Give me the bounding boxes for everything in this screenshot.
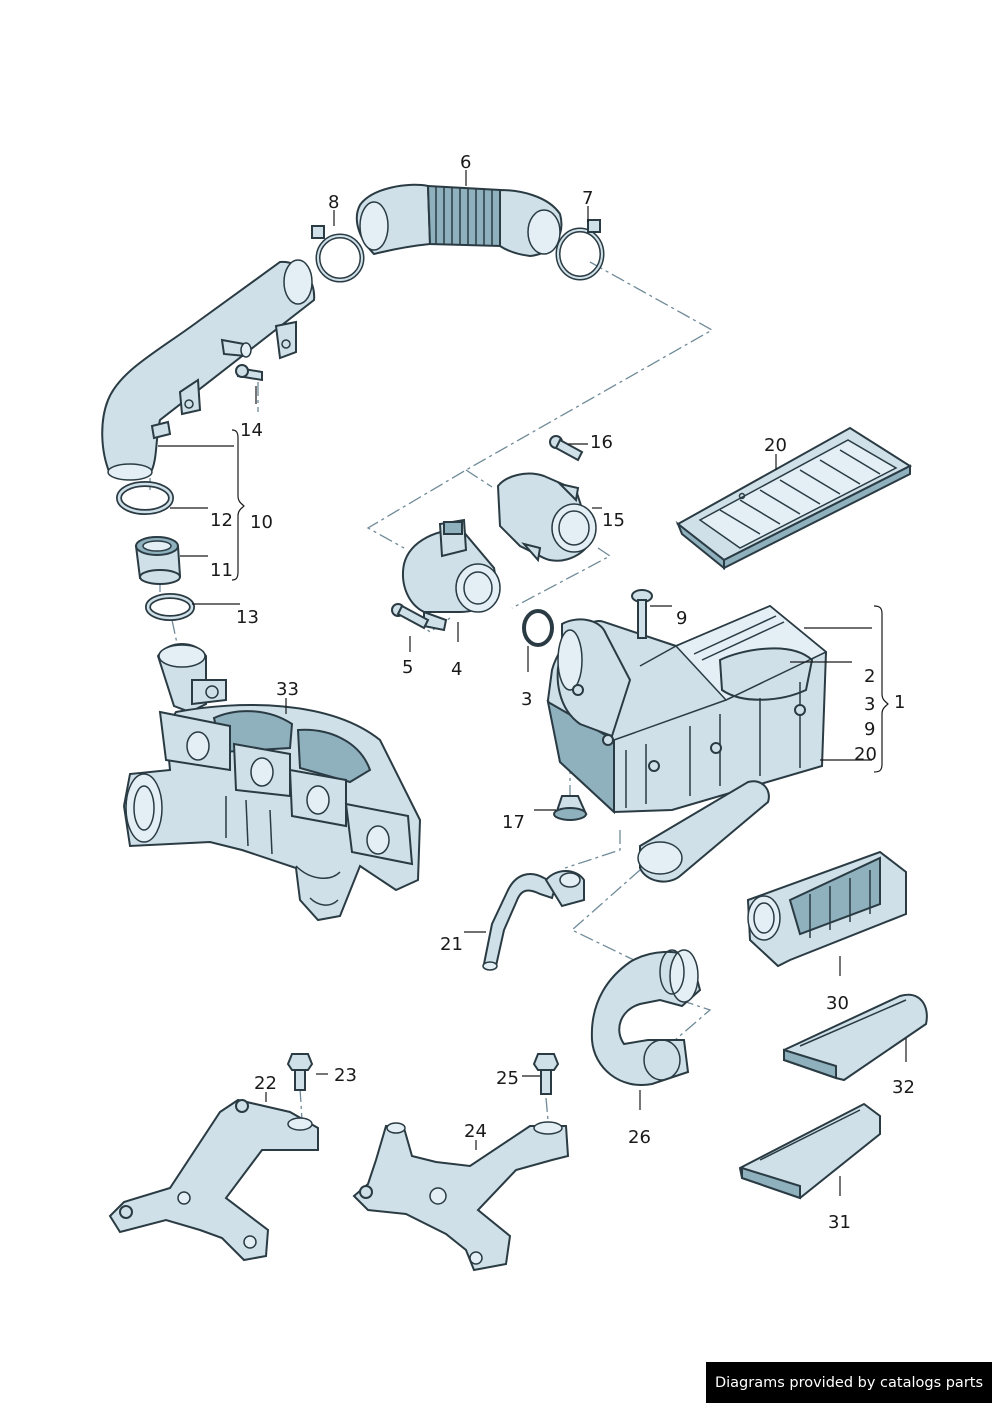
label-14: 14 [240,420,263,441]
label-16: 16 [590,432,613,453]
label-21: 21 [440,934,463,955]
label-5: 5 [402,657,413,678]
label-6: 6 [460,152,471,173]
part-25-bolt [532,1053,560,1095]
label-9-right: 9 [864,719,875,740]
part-33-turbo-manifold [122,643,422,922]
label-9-top: 9 [676,608,687,629]
part-7-clamp [555,219,605,281]
label-8: 8 [328,192,339,213]
part-24-bracket [352,1121,570,1272]
part-26-air-duct [590,949,702,1086]
leader-lines [158,170,907,1196]
label-7: 7 [582,188,593,209]
label-31: 31 [828,1212,851,1233]
part-9-screw [631,589,653,639]
part-5-screw [391,603,430,630]
label-22: 22 [254,1073,277,1094]
label-26: 26 [628,1127,651,1148]
part-13-clamp [145,593,195,621]
part-11-sleeve [134,536,182,585]
label-1: 1 [894,692,905,713]
part-16-screw [549,435,584,462]
label-23: 23 [334,1065,357,1086]
label-3: 3 [521,689,532,710]
label-3-right: 3 [864,694,875,715]
label-10: 10 [250,512,273,533]
part-14-charge-pipe [101,259,316,481]
part-23-bolt [286,1053,314,1091]
label-25: 25 [496,1068,519,1089]
part-air-intake-duct [637,780,770,883]
label-20-top: 20 [764,435,787,456]
part-15-intake-sleeve [496,472,597,563]
part-3-o-ring [522,609,554,647]
part-4-air-mass-meter [402,518,501,632]
part-6-bellows-hose [355,183,563,258]
label-17: 17 [502,812,525,833]
part-31-cover [738,1102,881,1200]
part-1-air-filter-housing [546,604,828,815]
label-15: 15 [602,510,625,531]
part-20-filter-element [675,426,913,571]
callout-labels: 6 8 7 14 16 20 12 10 15 11 9 13 33 5 4 3… [210,152,915,1233]
footer-credit-text: Diagrams provided by catalogs parts [714,1374,984,1391]
label-4: 4 [451,659,462,680]
footer-credit-badge: Diagrams provided by catalogs parts [706,1362,992,1403]
label-2: 2 [864,666,875,687]
part-21-breather-pipe [482,870,585,971]
part-30-intake-snorkel [746,850,907,968]
label-24: 24 [464,1121,487,1142]
part-8-clamp [311,225,365,283]
label-12: 12 [210,510,233,531]
part-12-clamp [116,481,174,515]
label-33: 33 [276,679,299,700]
label-30: 30 [826,993,849,1014]
part-17-rubber-mount [553,795,588,821]
label-13: 13 [236,607,259,628]
part-22-bracket [108,1098,319,1262]
label-11: 11 [210,560,233,581]
label-20-right: 20 [854,744,877,765]
part-32-cover [783,993,928,1082]
label-32: 32 [892,1077,915,1098]
